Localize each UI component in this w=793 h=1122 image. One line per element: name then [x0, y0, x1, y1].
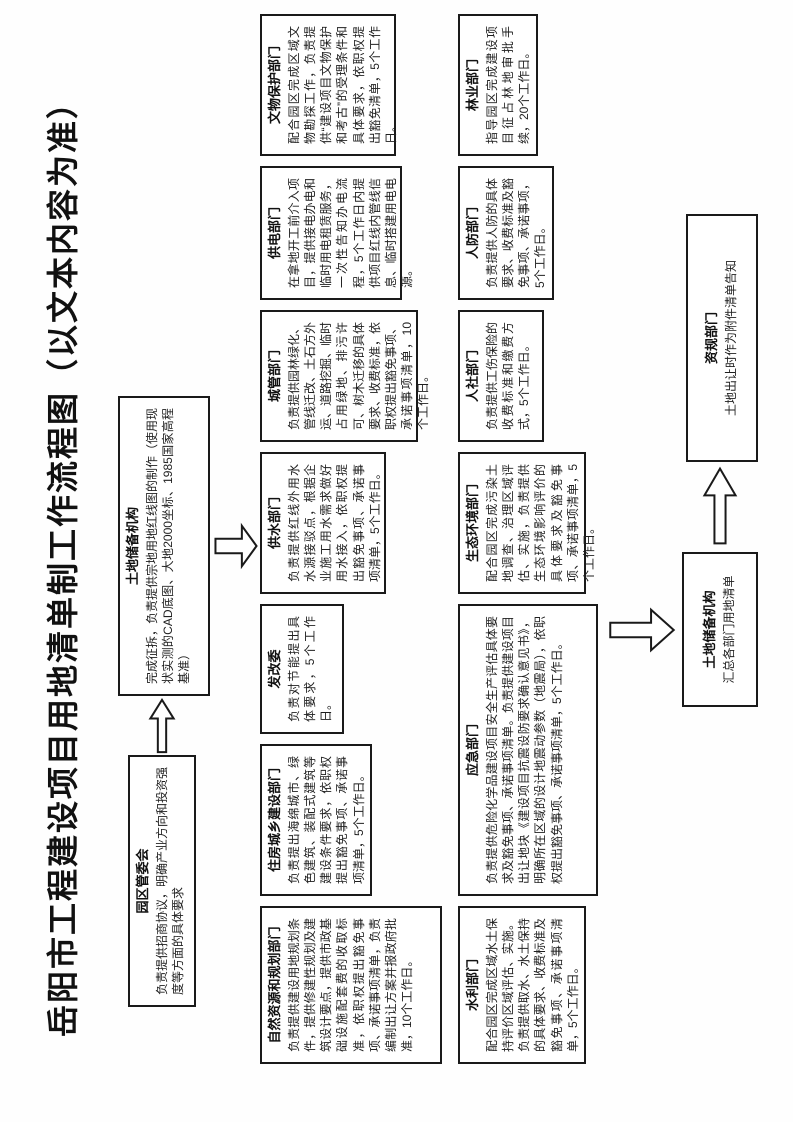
node-body: 负责提供工伤保险的收费标准和缴费方式，5个工作日。	[484, 321, 532, 430]
flow-arrow-right-1-icon	[147, 698, 177, 754]
node-body: 配合园区完成区域文物勘探工作，负责提供“建设项目文物保护和考古”的受理条件和具体…	[286, 26, 399, 144]
node-title: 城管部门	[267, 350, 282, 403]
node-park-committee: 园区管委会 负责提供招商协议，明确产业方向和投资强度等方面的具体要求	[128, 755, 196, 1007]
node-water-conservancy: 水利部门 配合园区完成区域水土保持评价区域评估、实施。负责提供取水、水土保持的具…	[458, 906, 586, 1064]
node-title: 生态环境部门	[465, 484, 480, 563]
node-title: 应急部门	[465, 724, 480, 777]
node-housing-urban-rural: 住房城乡建设部门 负责提出海绵城市、绿色建筑、装配式建筑等建设条件要求，依职权提…	[260, 744, 372, 896]
node-eco-environment: 生态环境部门 配合园区完成污染土地调查、治理区域评估、实施，负责提供生态环境影响…	[458, 452, 596, 594]
node-planning-resources: 资规部门 土地出让时作为附件清单告知	[686, 214, 758, 462]
node-title: 供电部门	[267, 207, 282, 260]
node-body: 汇总各部门用地清单	[722, 575, 737, 684]
node-human-resources-social: 人社部门 负责提供工伤保险的收费标准和缴费方式，5个工作日。	[458, 310, 544, 442]
flow-arrow-down-2-icon	[608, 604, 676, 656]
node-title: 人社部门	[465, 350, 480, 403]
node-body: 配合园区完成污染土地调查、治理区域评估、实施，负责提供生态环境影响评价的具体要求…	[484, 464, 597, 582]
node-water-supply: 供水部门 负责提供红线外用水水源接驳点，根据企业施工用水需求做好用水接入，依职权…	[260, 452, 386, 594]
node-body: 负责提供园林绿化、管线迁改、土石方外运、道路挖掘、临时占用绿地、排污许可、树木迁…	[286, 321, 431, 430]
node-cultural-relics: 文物保护部门 配合园区完成区域文物勘探工作，负责提供“建设项目文物保护和考古”的…	[260, 14, 399, 156]
node-city-management: 城管部门 负责提供园林绿化、管线迁改、土石方外运、道路挖掘、临时占用绿地、排污许…	[260, 310, 430, 442]
node-title: 供水部门	[267, 497, 282, 550]
node-emergency: 应急部门 负责提供危险化学品建设项目安全生产评估具体要求及豁免事项、承诺事项清单…	[458, 604, 598, 896]
node-title: 住房城乡建设部门	[267, 768, 282, 873]
node-title: 林业部门	[465, 59, 480, 112]
node-body: 负责提供招商协议，明确产业方向和投资强度等方面的具体要求	[154, 766, 186, 995]
flow-arrow-down-1-icon	[214, 520, 258, 572]
node-body: 负责提供人防的具体要求、收费标准及豁免事项、承诺事项，5个工作日。	[484, 178, 548, 288]
node-title: 人防部门	[465, 207, 480, 260]
node-natural-resources-planning: 自然资源和规划部门 负责提供建设用地规划条件，提供修建性规划及建筑设计要点，提供…	[260, 906, 442, 1064]
node-body: 配合园区完成区域水土保持评价区域评估、实施。负责提供取水、水土保持的具体要求、收…	[484, 918, 580, 1052]
flow-arrow-right-2-icon	[700, 466, 740, 546]
node-body: 负责提供建设用地规划条件，提供修建性规划及建筑设计要点，提供市政基础设施配套费的…	[286, 918, 415, 1052]
node-body: 完成征拆，负责提供宗地用地红线图的制作（使用现状实测的CAD底图、大地2000坐…	[144, 407, 192, 684]
node-land-reserve-summary: 土地储备机构 汇总各部门用地清单	[682, 552, 758, 707]
node-title: 土地储备机构	[702, 590, 718, 669]
node-title: 土地储备机构	[125, 507, 140, 586]
node-civil-air-defense: 人防部门 负责提供人防的具体要求、收费标准及豁免事项、承诺事项，5个工作日。	[458, 166, 554, 300]
node-body: 指导园区完成建设项目征占林地审批手续，20个工作日。	[484, 26, 532, 144]
node-body: 土地出让时作为附件清单告知	[724, 260, 739, 417]
node-title: 文物保护部门	[267, 46, 282, 125]
node-development-reform: 发改委 负责对节能提出具体要求，5个工作日。	[260, 604, 344, 734]
node-body: 负责提供危险化学品建设项目安全生产评估具体要求及豁免事项、承诺事项清单。负责提供…	[484, 616, 564, 884]
node-title: 发改委	[267, 649, 282, 689]
node-title: 自然资源和规划部门	[267, 926, 282, 1044]
node-body: 负责提出海绵城市、绿色建筑、装配式建筑等建设条件要求，依职权提出豁免事项、承诺事…	[286, 756, 366, 884]
page-title: 岳阳市工程建设项目用地清单制工作流程图（以文本内容为准）	[45, 85, 81, 1038]
node-forestry: 林业部门 指导园区完成建设项目征占林地审批手续，20个工作日。	[458, 14, 538, 156]
node-power-supply: 供电部门 在拿地开工前介入项目，提供接电办电和临时用电租赁服务，一次性告知办电流…	[260, 166, 414, 300]
node-title: 资规部门	[704, 312, 720, 365]
node-body: 在拿地开工前介入项目，提供接电办电和临时用电租赁服务，一次性告知办电流程，5个工…	[286, 178, 415, 288]
node-body: 负责对节能提出具体要求，5个工作日。	[286, 616, 334, 722]
node-land-reserve: 土地储备机构 完成征拆，负责提供宗地用地红线图的制作（使用现状实测的CAD底图、…	[118, 396, 210, 696]
node-body: 负责提供红线外用水水源接驳点，根据企业施工用水需求做好用水接入，依职权提出豁免事…	[286, 464, 382, 582]
node-title: 园区管委会	[135, 848, 150, 914]
node-title: 水利部门	[465, 959, 480, 1012]
